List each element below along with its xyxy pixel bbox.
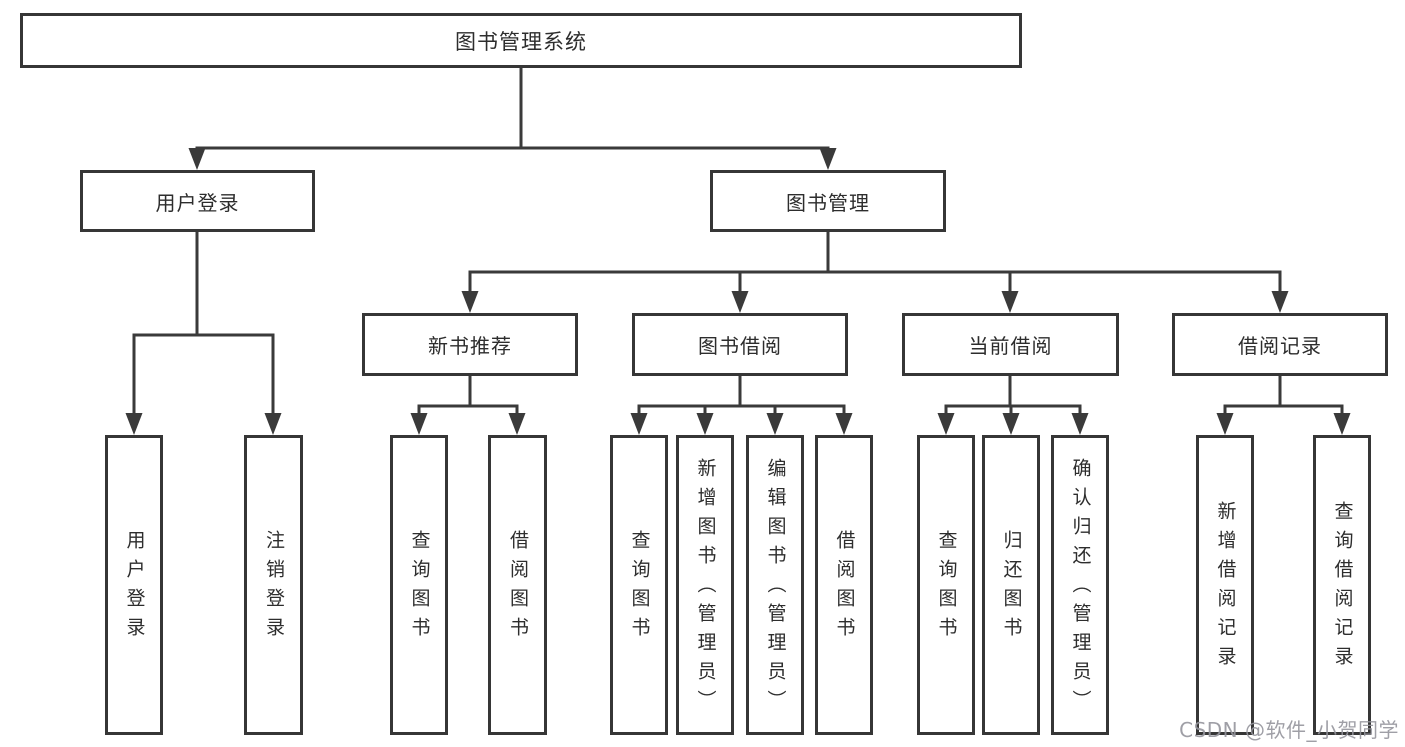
leaf-current-query-book: 查询图书 [917,435,975,735]
arrowheads [125,148,1351,435]
node-book-borrow: 图书借阅 [632,313,848,376]
arrowhead [1071,413,1089,435]
arrowhead [1333,413,1351,435]
leaf-recommend-query-book: 查询图书 [390,435,448,735]
leaf-borrow-query-book: 查询图书 [610,435,668,735]
arrowhead [188,148,206,170]
leaf-borrow-borrow-book: 借阅图书 [815,435,873,735]
arrowhead [819,148,837,170]
leaf-current-confirm-return-admin: 确认归还（管理员） [1051,435,1109,735]
leaf-current-return-book: 归还图书 [982,435,1040,735]
connector-userlogin-to-leaves [132,232,275,418]
arrowhead [1216,413,1234,435]
leaf-borrow-add-book-admin: 新增图书（管理员） [676,435,734,735]
arrowhead [766,413,784,435]
leaf-user-login: 用户登录 [105,435,163,735]
arrowhead [461,291,479,313]
arrowhead [264,413,282,435]
arrowhead [630,413,648,435]
arrowhead [731,291,749,313]
connector-bookmgmt-to-level3 [468,232,1282,298]
leaf-records-query-record: 查询借阅记录 [1313,435,1371,735]
connector-current-to-leaves [944,376,1082,418]
arrowhead [125,413,143,435]
connector-newbook-to-leaves [417,376,519,418]
leaf-borrow-edit-book-admin: 编辑图书（管理员） [746,435,804,735]
arrowhead [410,413,428,435]
leaf-recommend-borrow-book: 借阅图书 [488,435,547,735]
node-book-management: 图书管理 [710,170,946,232]
connector-borrow-to-leaves [637,376,846,418]
connector-root-to-level2 [195,68,830,155]
arrowhead [1271,291,1289,313]
node-root-system: 图书管理系统 [20,13,1022,68]
connector-records-to-leaves [1223,376,1344,418]
arrowhead [508,413,526,435]
watermark: CSDN @软件_小贺同学 [1179,718,1399,742]
arrowhead [1001,291,1019,313]
leaf-logout: 注销登录 [244,435,303,735]
leaf-records-add-record: 新增借阅记录 [1196,435,1254,735]
arrowhead [696,413,714,435]
arrowhead [937,413,955,435]
node-borrow-records: 借阅记录 [1172,313,1388,376]
node-current-borrow: 当前借阅 [902,313,1119,376]
arrowhead [835,413,853,435]
arrowhead [1002,413,1020,435]
node-new-book-recommend: 新书推荐 [362,313,578,376]
node-user-login: 用户登录 [80,170,315,232]
